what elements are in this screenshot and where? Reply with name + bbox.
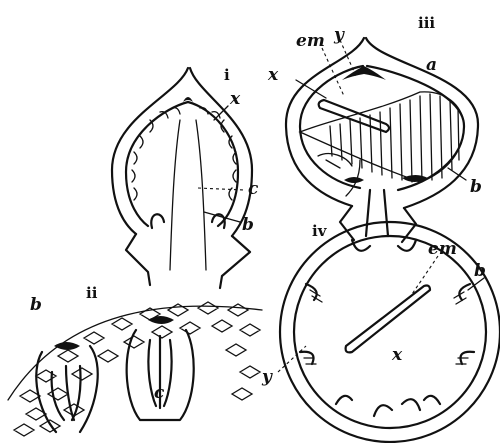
figure-iii-label-y: y [333, 25, 345, 45]
figure-i: i x c b [112, 66, 259, 288]
figure-iv-label-em: em [428, 239, 457, 259]
figure-iv-leader-em [408, 256, 438, 300]
figure-iii-embryo [319, 100, 389, 132]
figure-iv-rib-fill [304, 290, 468, 364]
figure-iii-leader-em [322, 48, 344, 96]
figure-i-stalk [126, 234, 250, 288]
figure-ii-label-c: c [154, 383, 165, 403]
figure-iii-numeral: iii [418, 14, 435, 32]
figure-ii-label-b: b [30, 295, 42, 315]
figure-i-ovules [132, 108, 236, 200]
figure-ii-left-pore [54, 342, 80, 350]
figure-iv-label-b: b [474, 261, 486, 281]
figure-iv: iv em b x y [261, 222, 500, 442]
figure-iii-label-x: x [267, 65, 279, 85]
figure-iv-label-y: y [261, 367, 273, 387]
figure-i-leader-b [204, 212, 240, 222]
figure-ii-surface [8, 306, 262, 400]
figure-ii-numeral: ii [86, 284, 98, 302]
figure-iv-inner-wall [294, 236, 486, 428]
figure-ii-left-conceptacle [36, 346, 97, 432]
figure-iii-fins [318, 154, 360, 196]
figure-iii-hatched-region [300, 92, 464, 182]
figure-iv-embryo [346, 286, 430, 353]
figure-iii-label-b: b [470, 177, 482, 197]
figure-i-label-b: b [242, 215, 254, 235]
figure-iii: iii em y x a b [267, 14, 482, 242]
figure-i-label-x: x [229, 89, 241, 109]
figure-iii-label-em: em [296, 31, 325, 51]
figure-iv-label-x: x [391, 345, 403, 365]
figure-i-numeral: i [224, 66, 230, 84]
figure-ii-right-conceptacle [127, 330, 194, 420]
figure-ii-right-pore [148, 316, 174, 324]
figure-i-column [170, 120, 206, 270]
figure-iii-dark-bases [344, 175, 428, 183]
figure-iii-stalk [340, 190, 416, 242]
figure-i-label-c: c [248, 179, 259, 199]
figure-iv-ribs [300, 240, 474, 416]
figure-i-inner-wall [126, 102, 238, 226]
figure-iii-label-a: a [426, 55, 437, 75]
figure-ii: ii b c [8, 284, 262, 436]
figure-iv-numeral: iv [312, 222, 328, 240]
figure-i-hooks [151, 214, 224, 228]
